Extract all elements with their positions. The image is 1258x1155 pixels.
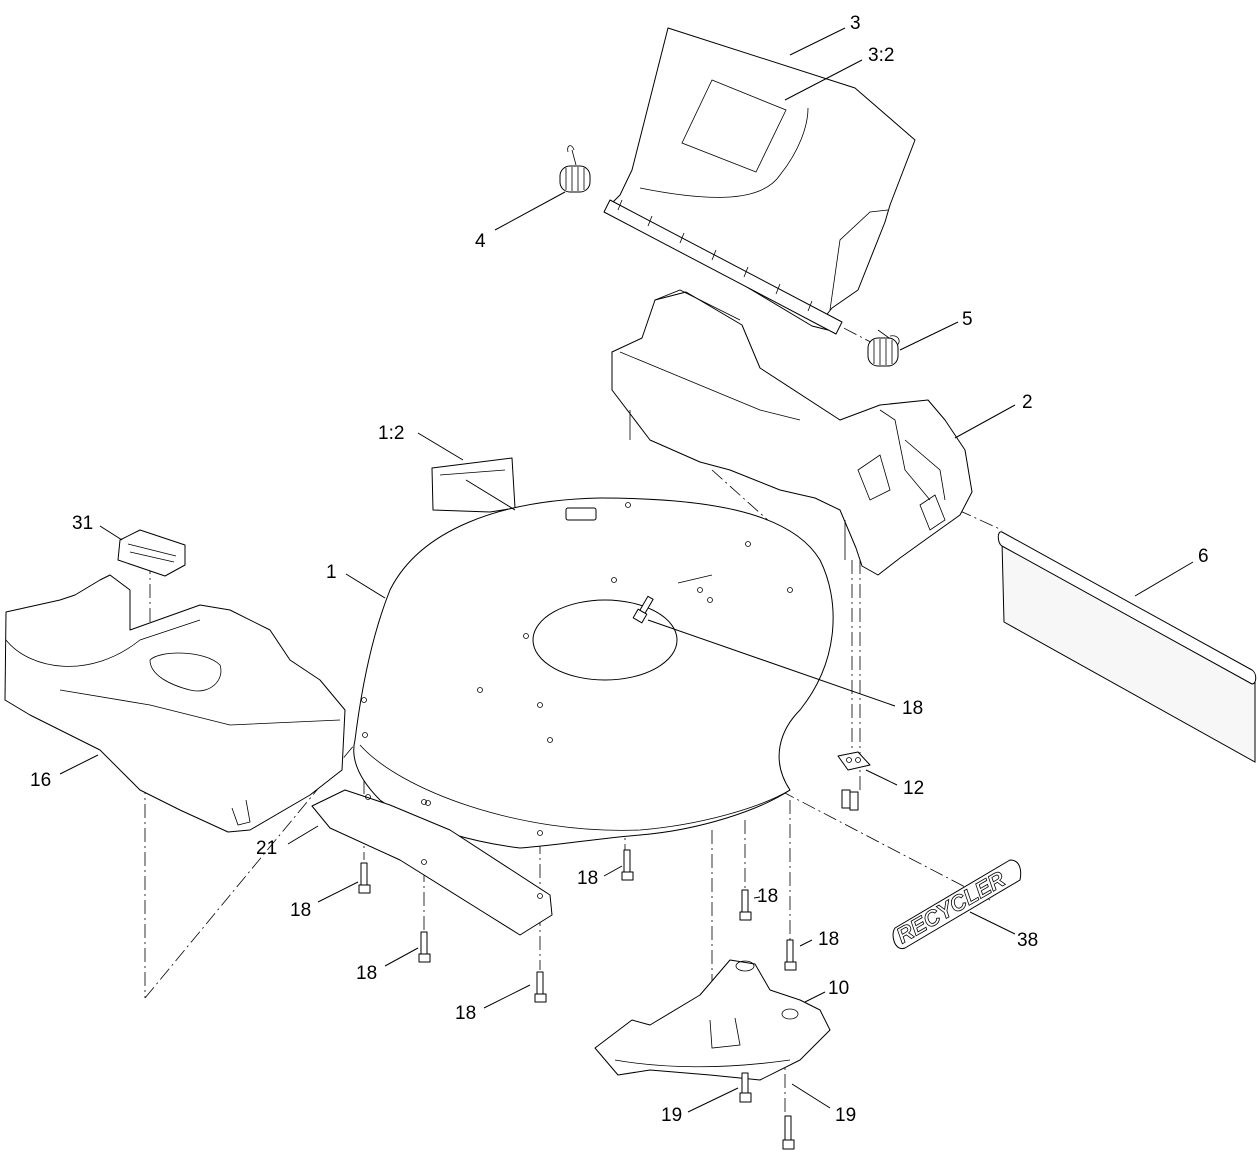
bolt-19-b [782, 1115, 795, 1150]
bolts [358, 595, 797, 1150]
side-chute [4, 574, 346, 833]
callout-2: 2 [1022, 392, 1033, 413]
callout-21: 21 [256, 838, 278, 859]
callout-18-e: 18 [757, 886, 779, 907]
callout-31: 31 [72, 513, 94, 534]
rear-housing [611, 289, 973, 576]
bolt-18-c [534, 971, 547, 1003]
bracket [837, 751, 871, 811]
callout-18-center: 18 [902, 698, 924, 719]
callout-1: 1 [326, 562, 337, 583]
callout-1-2: 1:2 [378, 423, 405, 444]
callout-16: 16 [30, 770, 52, 791]
leader-lines [59, 27, 1194, 1113]
callout-18-f: 18 [818, 929, 840, 950]
callout-18-c: 18 [455, 1003, 477, 1024]
bolt-18-e [739, 889, 752, 921]
callout-3-2: 3:2 [868, 45, 895, 66]
rear-shield [997, 531, 1257, 763]
callout-38: 38 [1017, 930, 1039, 951]
callout-12: 12 [903, 778, 925, 799]
callout-18-a: 18 [290, 900, 312, 921]
rear-flap [603, 27, 916, 335]
bolt-18-b [418, 931, 431, 963]
lower-baffle [594, 959, 831, 1081]
callout-3: 3 [850, 13, 861, 34]
bolt-center [632, 595, 654, 624]
decal-31 [117, 529, 186, 577]
bolt-19-a [739, 1072, 752, 1103]
callout-6: 6 [1198, 546, 1209, 567]
spring-left [559, 145, 591, 193]
recycler-decal-text: RECYCLER [892, 866, 1009, 948]
deck-bolt-holes [361, 502, 793, 836]
bolt-18-d [621, 849, 634, 881]
callout-5: 5 [962, 309, 973, 330]
callout-4: 4 [475, 231, 486, 252]
bolt-18-a [358, 862, 371, 894]
spring-right [867, 329, 900, 367]
callout-19-a: 19 [661, 1105, 683, 1126]
baffle [311, 789, 553, 936]
bolt-18-f [784, 939, 797, 971]
callout-19-b: 19 [835, 1105, 857, 1126]
callout-18-b: 18 [356, 963, 378, 984]
mower-deck [353, 497, 834, 849]
hinge-rod [603, 199, 843, 335]
callout-10: 10 [828, 978, 850, 999]
recycler-decal: RECYCLER [892, 859, 1022, 950]
callout-18-d: 18 [577, 868, 599, 889]
